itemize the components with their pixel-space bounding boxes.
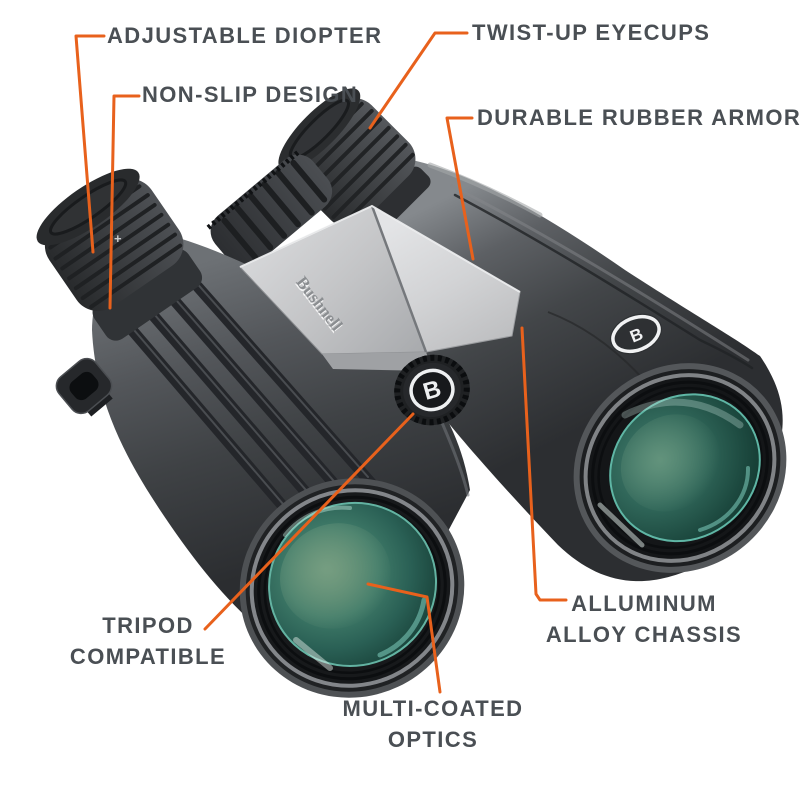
left-lens-glare-arc [283, 505, 352, 537]
label-aluminum-alloy-chassis-line1: ALLUMINUM [571, 591, 717, 616]
right-barrel-armor-highlight [450, 184, 750, 362]
right-barrel-top-highlight [427, 162, 543, 218]
callout-line-tripod-compatible [203, 412, 415, 631]
right-barrel-armor-groove [453, 193, 754, 370]
focus-wheel-knurl-edge [205, 150, 300, 231]
strap-lug [55, 357, 113, 417]
focus-knob-knurling [394, 354, 470, 426]
label-multi-coated-optics-line1: MULTI-COATED [342, 696, 524, 721]
label-tripod-compatible-line1: TRIPOD [102, 613, 194, 638]
left-lens-thread-1 [257, 495, 447, 681]
left-barrel-grip-ridges [126, 279, 378, 538]
label-multi-coated-optics-line2: OPTICS [387, 727, 479, 752]
right-lens-thread-2 [597, 386, 763, 550]
label-durable-rubber-armor: DURABLE RUBBER ARMOR [477, 105, 800, 130]
left-lens-rim-reflection [377, 597, 427, 658]
callout-line-non-slip-design [108, 94, 141, 310]
bridge: Bushnell Bushnell [239, 204, 521, 371]
label-aluminum-alloy-chassis: ALLUMINUM ALLOY CHASSIS [544, 588, 744, 650]
label-non-slip-design: NON-SLIP DESIGN [142, 82, 359, 107]
diopter-plus-mark: + [114, 231, 122, 246]
bridge-hinge-seam [370, 205, 428, 353]
right-objective-lens [573, 363, 787, 573]
focus-wheel-ribs [221, 159, 328, 261]
right-barrel-seam [547, 311, 643, 379]
twist-up-eyecup [278, 88, 431, 242]
right-lens-rim-reflection [698, 466, 751, 532]
bridge-top-edge-highlight [239, 204, 521, 293]
barrel-logo: B [609, 313, 663, 355]
diopter-ring [92, 249, 203, 341]
callout-lines [74, 31, 568, 694]
label-tripod-compatible-line2: COMPATIBLE [69, 644, 227, 669]
callout-line-multi-coated-optics [366, 582, 442, 694]
callout-line-durable-rubber-armor [445, 116, 475, 261]
focus-wheel [205, 150, 333, 268]
barrel-logo-ring-icon [611, 314, 661, 354]
callout-line-adjustable-diopter [74, 34, 106, 254]
right-lens-glare-band [621, 398, 744, 429]
left-lens-glint [293, 637, 333, 671]
callout-line-twist-up-eyecups [368, 31, 469, 130]
right-lens-thread-1 [591, 380, 769, 556]
label-multi-coated-optics: MULTI-COATED OPTICS [333, 693, 533, 755]
right-lens-glint [597, 502, 645, 548]
left-lens-inner-reflection [280, 523, 391, 629]
label-aluminum-alloy-chassis-line2: ALLOY CHASSIS [545, 622, 743, 647]
diopter-eyepiece [36, 168, 203, 341]
label-adjustable-diopter: ADJUSTABLE DIOPTER [107, 23, 383, 48]
right-lens-inner-reflection [620, 414, 721, 512]
strap-lug-hole [69, 371, 99, 401]
label-twist-up-eyecups: TWIST-UP EYECUPS [472, 20, 711, 45]
left-objective-lens [239, 478, 465, 698]
focus-knob-logo-ring-icon [409, 368, 455, 412]
callout-line-aluminum-alloy-chassis [520, 326, 568, 602]
label-tripod-compatible: TRIPOD COMPATIBLE [48, 610, 248, 672]
focus-knob: B [394, 354, 470, 426]
